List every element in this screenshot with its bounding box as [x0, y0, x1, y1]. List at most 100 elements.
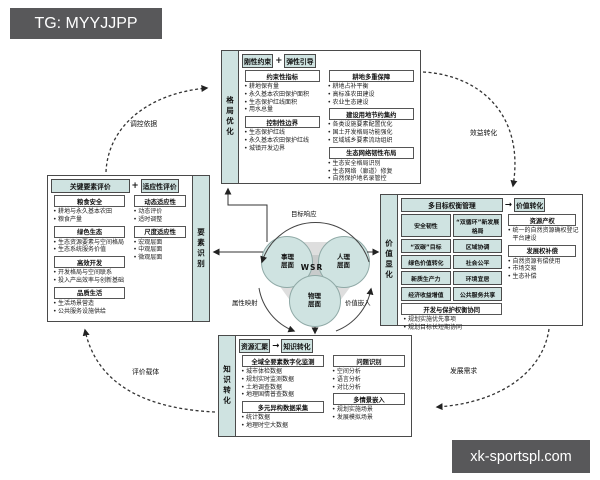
label-regulation-basis: 调控依据 — [130, 120, 158, 128]
list-item: 公共服务设施供给 — [53, 308, 128, 316]
list-item: 统一的自然资源确权登记平台建设 — [507, 227, 579, 243]
arrow-right-icon: → — [272, 340, 280, 351]
group: 全域全要素数字化监测 城市体检数据规划实时监测数据土地调查数据地理国情普查数据 — [239, 355, 327, 399]
group-items: 生态资源要素与空间格局生态系统服务价值 — [53, 239, 128, 255]
watermark-top-left: TG: MYYJJPP — [10, 8, 162, 39]
list-item: 发展模拟场景 — [332, 414, 408, 422]
group-items: 生态保护红线永久基本农田保护红线城镇开发边界 — [244, 129, 323, 152]
watermark-bottom-right: xk-sportspl.com — [452, 440, 590, 473]
group: 发展权补偿 自然资源有偿使用市场交易生态补偿 — [505, 244, 579, 281]
group-items: 宏观层面中观层面微观层面 — [133, 239, 189, 262]
group: 粮食安全 耕地与永久基本农田粮食产量 — [51, 195, 128, 224]
group-items: 开发格局与空间联系投入产出效率与创新基础 — [53, 269, 128, 285]
group-items: 城市体检数据规划实时监测数据土地调查数据地理国情普查数据 — [241, 368, 327, 399]
list-item: 中观层面 — [133, 246, 189, 254]
label-goal-response: 目标响应 — [291, 210, 317, 218]
list-item: 城市体检数据 — [241, 368, 327, 376]
list-item: 生态资源要素与空间格局 — [53, 239, 128, 247]
list-item: 耕地保有量 — [244, 83, 323, 91]
list-item: 投入产出效率与创新基础 — [53, 277, 128, 285]
list-item: 生活场景营造 — [53, 300, 128, 308]
list-item: “双循环”新发展格局 — [452, 214, 503, 237]
group-title: 建设用地节约集约 — [328, 108, 414, 121]
group: 高效开发 开发格局与空间联系投入产出效率与创新基础 — [51, 256, 128, 285]
group-items: 耕地保有量永久基本农田保护面积生态保护红线面积用水总量 — [244, 83, 323, 114]
ring-arc-top — [260, 222, 370, 264]
list-item: 统计数据 — [241, 414, 327, 422]
group: 问题识别 空间分析语言分析对比分析 — [330, 355, 408, 391]
list-item: 土地调查数据 — [241, 384, 327, 392]
header-knowledge-conversion: 知识转化 — [281, 339, 313, 353]
plus-icon: + — [131, 180, 139, 191]
ring-arc-bottom-right — [335, 287, 374, 332]
group-title: 耕地多重保障 — [328, 70, 414, 82]
cycle-arrow-top-left — [105, 85, 209, 173]
list-item: 市场交易 — [507, 265, 579, 273]
panel-element-identification: 关键要素评价 + 适应性评价 粮食安全 耕地与永久基本农田粮食产量 绿色生态 生… — [47, 175, 210, 322]
group-items: 统计数据地理时空大数据 — [241, 414, 327, 430]
group-items: 生活场景营造公共服务设施供给 — [53, 300, 128, 316]
list-item: 用水总量 — [244, 106, 323, 114]
group-title: 粮食安全 — [54, 195, 126, 207]
group: 生态网络韧性布局 生态安全格局识别生态网络（廊道）修复自然保护地名录管控 — [326, 146, 418, 183]
list-item: 规划目标长短期协同 — [403, 324, 502, 332]
circle-label-shili: 事理层面 — [281, 253, 294, 270]
list-item: 粮食产量 — [53, 216, 128, 224]
group: 资源产权 统一的自然资源确权登记平台建设 — [505, 214, 579, 243]
list-item: 耕地与永久基本农田 — [53, 208, 128, 216]
group-items: 动态评价适时调整 — [133, 208, 189, 224]
list-item: 社会公平 — [452, 255, 503, 269]
list-item: 公共服务共享 — [452, 287, 503, 301]
group-title: 高效开发 — [54, 256, 126, 269]
list-item: 微观层面 — [133, 254, 189, 262]
group-title: 资源产权 — [508, 214, 576, 226]
circle-label-renli: 人理层面 — [337, 253, 350, 270]
list-item: 区域城乡要素流动组织 — [328, 137, 418, 145]
list-item: 地理国情普查数据 — [241, 391, 327, 399]
group: 尺度适应性 宏观层面中观层面微观层面 — [131, 225, 189, 262]
list-item: 生态保护红线 — [244, 129, 323, 137]
list-item: 地理时空大数据 — [241, 422, 327, 430]
group-items: 耕地与永久基本农田粮食产量 — [53, 208, 128, 224]
arrow-right-icon: → — [504, 199, 513, 210]
circle-wuli — [289, 275, 341, 327]
list-item: 区域协调 — [452, 239, 503, 253]
group-title: 发展权补偿 — [508, 244, 576, 257]
group-items: 统一的自然资源确权登记平台建设 — [507, 227, 579, 243]
list-item: 各类设施要素配置优化 — [328, 121, 418, 129]
list-item: 空间分析 — [332, 368, 408, 376]
group-title: 约束性指标 — [245, 70, 320, 82]
group: 多元异构数据采集 统计数据地理时空大数据 — [239, 401, 327, 430]
list-item: 新质生产力 — [401, 271, 451, 285]
group: 耕地多重保障 耕地占补平衡高标准农田建设农业生态建设 — [326, 70, 418, 106]
list-item: 生态系统服务价值 — [53, 246, 128, 254]
group-items: 各类设施要素配置优化国土开发格局功能强化区域城乡要素流动组织 — [328, 121, 418, 144]
wsr-label: WSR — [300, 263, 324, 272]
plus-icon: + — [275, 55, 283, 66]
group-title: 全域全要素数字化监测 — [242, 355, 324, 367]
group-items: 规划实施场景发展模拟场景 — [332, 406, 408, 422]
list-item: 开发格局与空间联系 — [53, 269, 128, 277]
list-item: 自然资源有偿使用 — [507, 258, 579, 266]
list-item: 动态评价 — [133, 208, 189, 216]
list-item: 国土开发格局功能强化 — [328, 129, 418, 137]
label-value-embedding: 价值嵌入 — [345, 299, 371, 307]
group-title: 开发与保护权衡协同 — [401, 303, 503, 315]
list-item: 适时调整 — [133, 216, 189, 224]
group-title: 动态适应性 — [134, 195, 186, 207]
list-item: 规划实时监测数据 — [241, 376, 327, 384]
group-title: 多情景嵌入 — [332, 393, 405, 406]
label-development-demand: 发展需求 — [450, 367, 478, 375]
header-resource-aggregation: 资源汇聚 — [239, 339, 271, 353]
list-item: 耕地占补平衡 — [328, 83, 418, 91]
list-item: 农业生态建设 — [328, 99, 418, 107]
group: 绿色生态 生态资源要素与空间格局生态系统服务价值 — [51, 225, 128, 255]
cycle-arrow-bottom-right — [435, 328, 550, 411]
group-items: 规划实施优先事项规划目标长短期协同 — [403, 316, 502, 332]
group-title: 绿色生态 — [54, 225, 126, 238]
header-key-element-evaluation: 关键要素评价 — [51, 179, 130, 193]
list-item: 生态安全格局识别 — [328, 160, 418, 168]
strip-value-manifestation: 价值显化 — [381, 195, 398, 325]
